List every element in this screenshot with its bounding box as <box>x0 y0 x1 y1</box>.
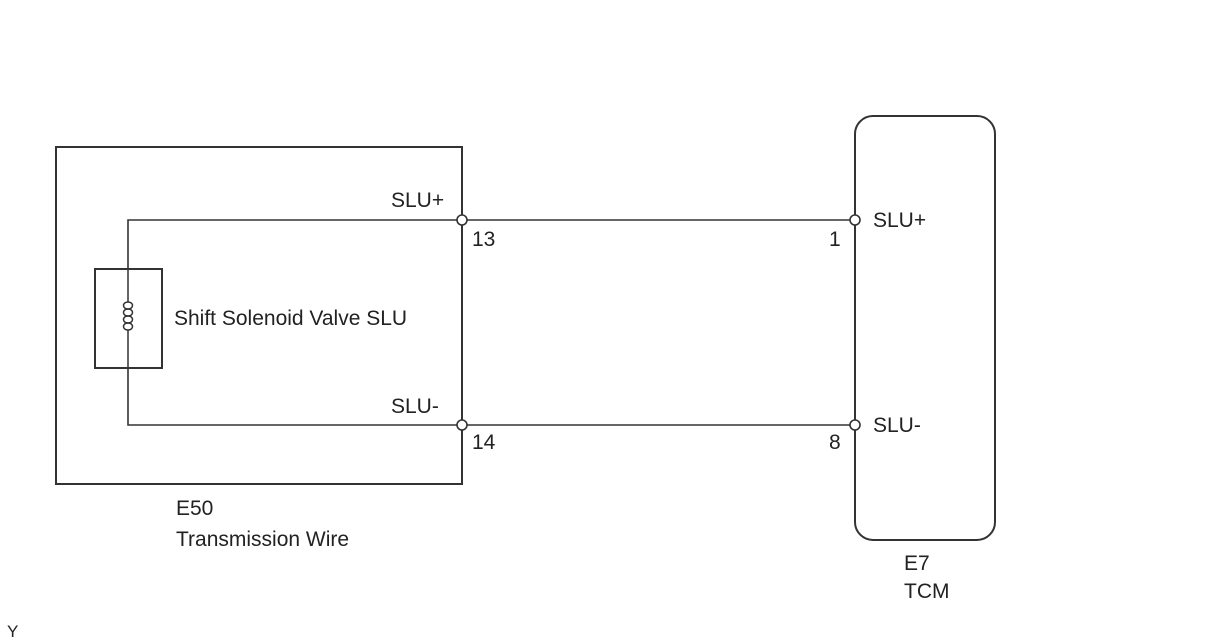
right-connector-id: E7 <box>904 552 930 575</box>
left-connector-id: E50 <box>176 497 214 520</box>
right-pin-signal-minus: SLU- <box>873 414 921 437</box>
right-component-name: TCM <box>904 580 950 603</box>
left-pin-number-14: 14 <box>472 431 496 454</box>
pin-terminal-14 <box>456 419 468 431</box>
internal-wire-plus <box>127 219 462 269</box>
solenoid-label: Shift Solenoid Valve SLU <box>174 307 408 330</box>
right-pin-signal-plus: SLU+ <box>873 209 927 232</box>
transmission-wire-box <box>55 146 463 485</box>
pin-terminal-1 <box>849 214 861 226</box>
right-pin-number-1: 1 <box>829 228 841 251</box>
left-pin-signal-minus: SLU- <box>391 395 439 418</box>
pin-terminal-13 <box>456 214 468 226</box>
left-pin-signal-plus: SLU+ <box>391 189 445 212</box>
left-component-name: Transmission Wire <box>176 528 350 551</box>
corner-mark: Y <box>7 622 19 641</box>
right-pin-number-8: 8 <box>829 431 841 454</box>
pin-terminal-8 <box>849 419 861 431</box>
left-pin-number-13: 13 <box>472 228 496 251</box>
tcm-box <box>854 115 996 541</box>
internal-wire-minus <box>127 368 462 426</box>
coil-icon <box>122 269 134 368</box>
